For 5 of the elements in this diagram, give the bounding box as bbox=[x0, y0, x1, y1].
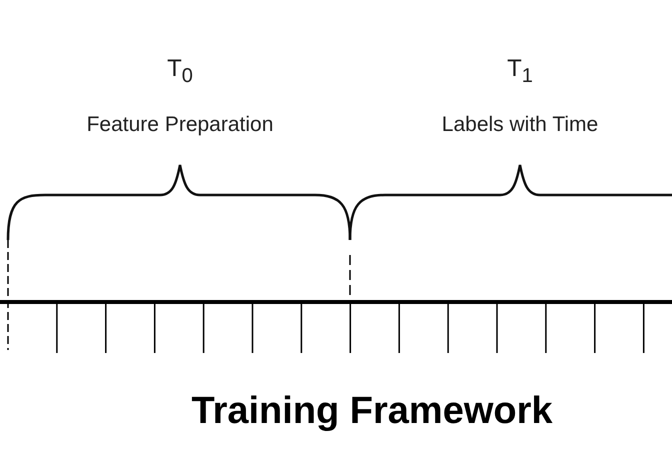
phase-label: Feature Preparation bbox=[86, 113, 274, 137]
phase-label: Labels with Time bbox=[442, 113, 598, 137]
subscript-label: T$_{0}$ bbox=[167, 55, 193, 88]
diagram-title: Training Framework bbox=[191, 390, 553, 433]
subscript-label: T$_{1}$ bbox=[507, 55, 533, 88]
